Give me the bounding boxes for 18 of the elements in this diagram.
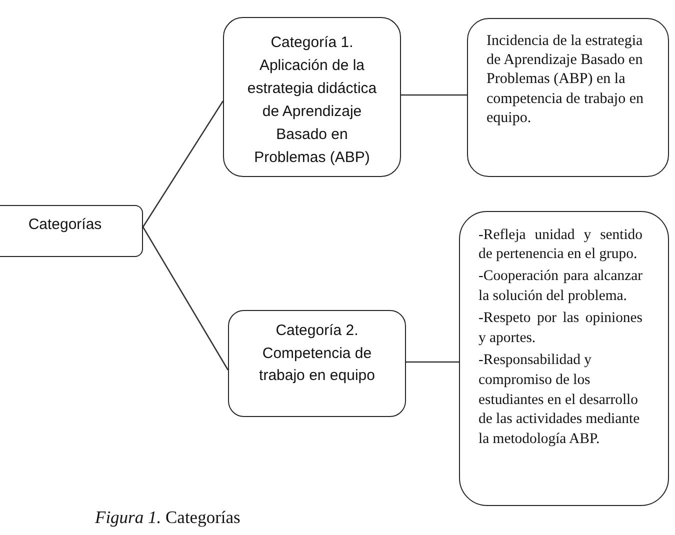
connector-line [142,100,224,228]
connector-line [401,94,467,96]
description-node [459,211,669,506]
description-node [467,18,669,177]
node-label: Categoría 2. Competencia de trabajo en equipo [258,321,376,386]
category-node [223,17,401,177]
bullet-paragraph: -Respeto por las opiniones y aportes. [478,309,642,348]
bullet-paragraph: -Refleja unidad y sentido de pertenencia en el grupo. [478,226,642,264]
bullet-paragraph: -Responsabilidad y compromiso de los estudiantes en el desarrollo de las actividades mediante la metodología ABP. [478,351,641,449]
bullet-paragraph: -Cooperación para alcanzar la solución del problema. [478,267,642,306]
category-node [228,310,406,417]
node-label: Categoría 1. Aplicación de la estrategia didáctica de Aprendizaje Basado en Problemas (ABP) [246,33,378,168]
node-label: Categorías [27,215,103,235]
connector-line [142,226,229,370]
figure-caption: Figura 1. Categorías [95,507,240,528]
connector-line [406,361,459,363]
description-text: Incidencia de la estrategia de Aprendizaje Basado en Problemas (ABP) en la competencia de trabajo en equipo. [486,32,645,128]
root-node [0,205,143,257]
